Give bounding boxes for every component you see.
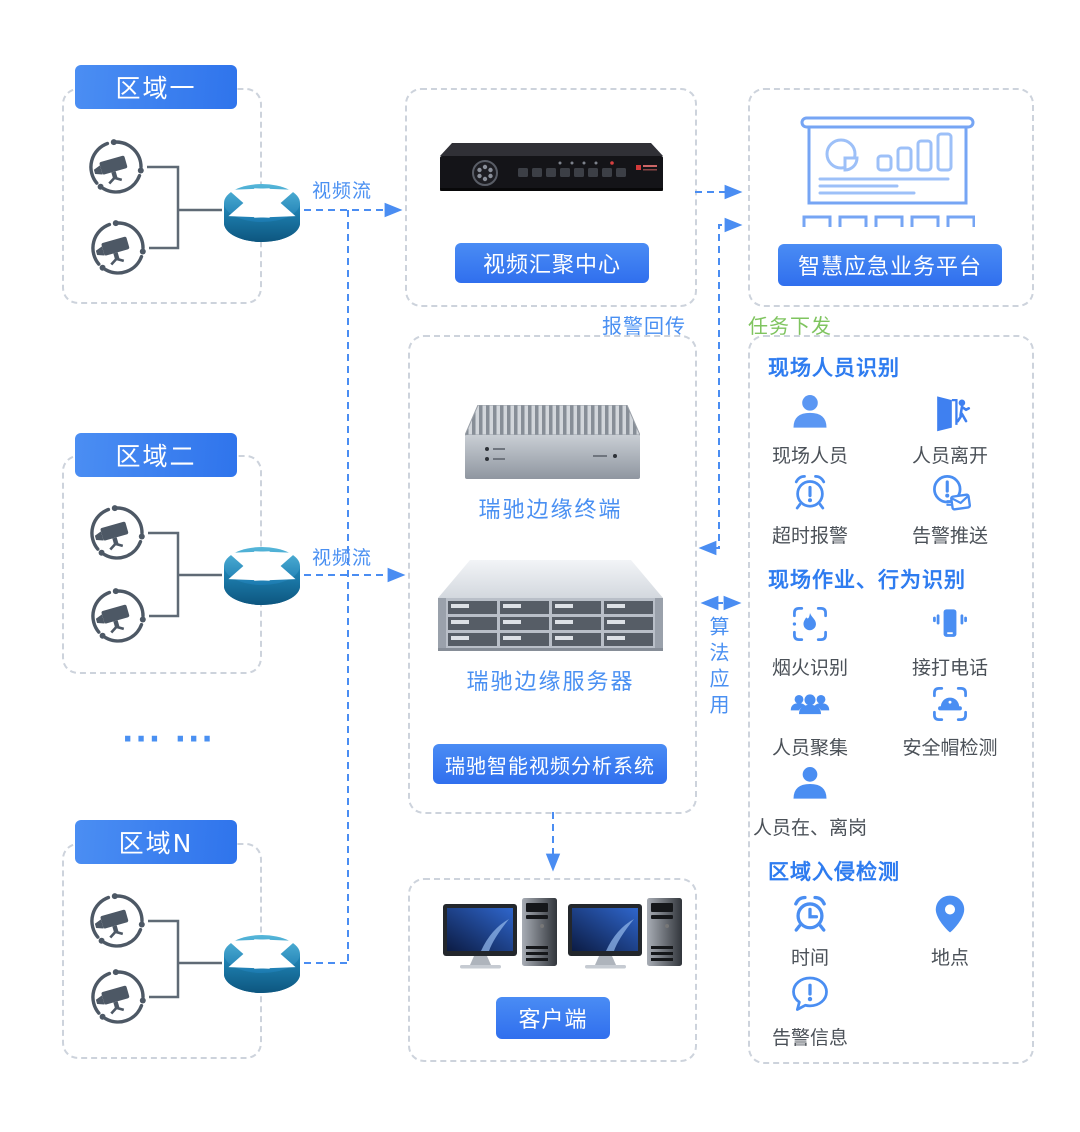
video-stream-label-2: 视频流 xyxy=(312,547,373,569)
zones-ellipsis: ··· ··· xyxy=(122,722,215,757)
helmet-detect-icon xyxy=(933,687,967,721)
feature-item-label: 告警推送 xyxy=(911,525,988,547)
camera-icon xyxy=(85,136,147,198)
client-box xyxy=(408,878,697,1062)
router-icon xyxy=(222,933,302,995)
edge-server-image xyxy=(438,560,663,651)
feature-item-label: 告警信息 xyxy=(771,1027,848,1049)
section-title-personnel: 现场人员识别 xyxy=(768,356,900,380)
video-stream-label-1: 视频流 xyxy=(312,180,373,202)
fire-detect-icon xyxy=(792,607,827,641)
platform-button: 智慧应急业务平台 xyxy=(778,244,1002,286)
feature-item-label: 接打电话 xyxy=(911,657,988,679)
feature-item-label: 地点 xyxy=(930,947,969,969)
feature-item-label: 人员在、离岗 xyxy=(752,817,867,839)
feature-item: 烟火识别 xyxy=(740,602,880,680)
camera-icon xyxy=(87,217,149,279)
crowd-icon xyxy=(790,694,830,715)
feature-item: 告警推送 xyxy=(880,470,1020,548)
person-duty-icon xyxy=(793,767,827,799)
aggregation-device-image xyxy=(440,143,663,191)
feature-item-label: 人员离开 xyxy=(911,445,988,467)
alert-push-icon xyxy=(933,475,972,511)
alert-message-icon xyxy=(792,976,828,1011)
person-exit-icon xyxy=(937,396,971,432)
feature-item: 告警信息 xyxy=(740,972,880,1050)
edge-terminal-image xyxy=(465,405,640,479)
flow-platform-edge-elbow xyxy=(698,217,743,556)
time-clock-icon xyxy=(794,895,826,932)
aggregation-box xyxy=(405,88,697,307)
zoneN-label: 区域N xyxy=(75,820,237,864)
feature-item-label: 安全帽检测 xyxy=(902,737,998,759)
client-pc-image xyxy=(568,898,686,974)
section-title-intrusion: 区域入侵检测 xyxy=(768,860,900,884)
router-icon xyxy=(222,545,302,607)
feature-item: 超时报警 xyxy=(740,470,880,548)
feature-item-label: 人员聚集 xyxy=(771,737,848,759)
analysis-system-button: 瑞驰智能视频分析系统 xyxy=(433,744,667,784)
edge-terminal-label: 瑞驰边缘终端 xyxy=(478,498,623,523)
feature-item-label: 现场人员 xyxy=(771,445,848,467)
zoneN-camera-links xyxy=(148,919,222,999)
zone1-camera-links xyxy=(147,165,222,250)
zone2-camera-links xyxy=(148,531,222,618)
algorithm-application-label: 算法应用 xyxy=(706,616,730,720)
edge-server-label: 瑞驰边缘服务器 xyxy=(466,670,635,695)
feature-item: 现场人员 xyxy=(740,390,880,468)
router-icon xyxy=(222,182,302,244)
feature-item: 人员聚集 xyxy=(740,682,880,760)
feature-item: 接打电话 xyxy=(880,602,1020,680)
camera-icon xyxy=(87,966,149,1028)
zone1-label: 区域一 xyxy=(75,65,237,109)
camera-icon xyxy=(86,890,148,952)
feature-item: 人员离开 xyxy=(880,390,1020,468)
feature-item-label: 时间 xyxy=(790,947,829,969)
feature-item: 时间 xyxy=(740,892,880,970)
zone2-label: 区域二 xyxy=(75,433,237,477)
camera-icon xyxy=(86,502,148,564)
dashboard-icon xyxy=(800,116,975,227)
camera-icon xyxy=(87,585,149,647)
feature-item: 人员在、离岗 xyxy=(740,762,880,840)
feature-item-label: 烟火识别 xyxy=(771,657,848,679)
feature-item: 安全帽检测 xyxy=(880,682,1020,760)
location-pin-icon xyxy=(935,895,965,933)
task-dispatch-label: 任务下发 xyxy=(748,314,832,338)
platform-box xyxy=(748,88,1034,307)
section-title-behavior: 现场作业、行为识别 xyxy=(768,568,966,592)
client-pc-image xyxy=(443,898,561,974)
client-button: 客户端 xyxy=(496,997,610,1039)
phone-call-icon xyxy=(933,609,967,637)
feature-item: 地点 xyxy=(880,892,1020,970)
person-icon xyxy=(793,395,827,428)
alarm-return-label: 报警回传 xyxy=(602,314,686,338)
feature-item-label: 超时报警 xyxy=(771,525,848,547)
aggregation-center-button: 视频汇聚中心 xyxy=(455,243,649,283)
feature-panel-box xyxy=(748,335,1034,1064)
timeout-alarm-icon xyxy=(794,475,826,510)
